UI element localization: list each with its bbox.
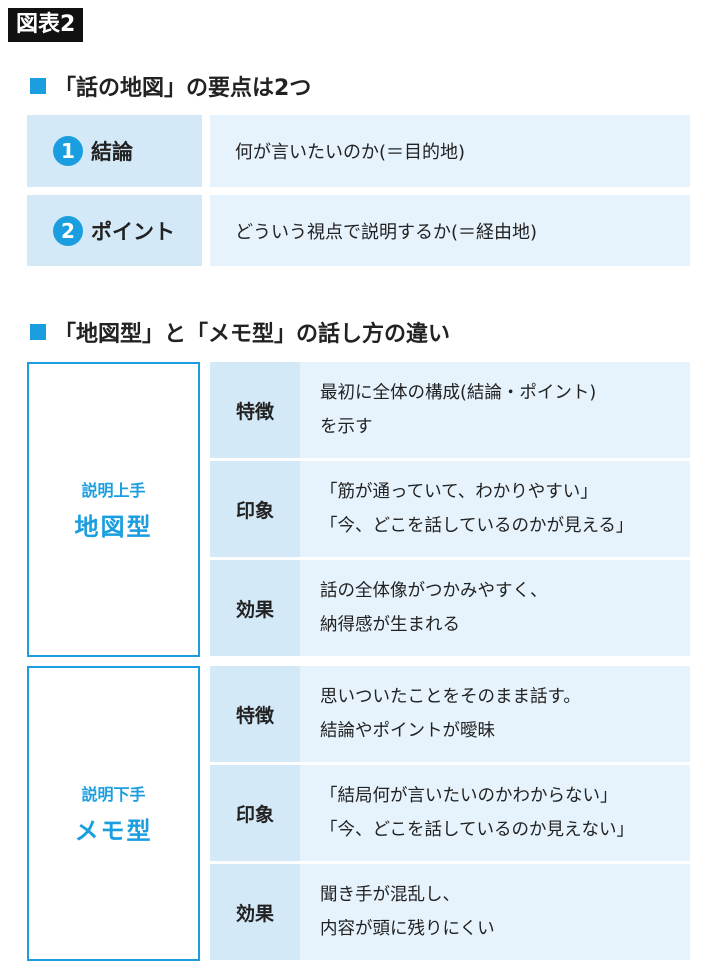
- section1-heading: 「話の地図」の要点は2つ: [30, 70, 311, 102]
- number-circle-icon: 1: [53, 136, 83, 166]
- row-label: 特徴: [210, 666, 300, 762]
- group-sub: 説明上手: [81, 481, 146, 500]
- heading-text: 「話の地図」の要点は2つ: [54, 76, 312, 101]
- row-label: 特徴: [210, 362, 300, 458]
- row-line: 「筋が通っていて、わかりやすい」: [320, 482, 598, 502]
- row-line: 話の全体像がつかみやすく、: [320, 581, 548, 601]
- point-label-2: 2 ポイント: [27, 195, 202, 266]
- section2-heading: 「地図型」と「メモ型」の話し方の違い: [30, 316, 450, 348]
- figure-label: 図表2: [8, 8, 84, 42]
- row-line: を示す: [320, 417, 373, 437]
- point-desc-2: どういう視点で説明するか(＝経由地): [210, 195, 690, 266]
- row-content: 「筋が通っていて、わかりやすい」「今、どこを話しているのかが見える」: [300, 461, 690, 557]
- row-label: 印象: [210, 461, 300, 557]
- row-line: 結論やポイントが曖昧: [320, 721, 495, 741]
- point-desc-1: 何が言いたいのか(＝目的地): [210, 115, 690, 187]
- group-sub: 説明下手: [81, 785, 146, 804]
- row-label: 効果: [210, 864, 300, 960]
- number-circle-icon: 2: [53, 215, 83, 246]
- row-line: 聞き手が混乱し、: [320, 885, 460, 905]
- group-type: メモ型: [74, 817, 153, 845]
- row-line: 「今、どこを話しているのかが見える」: [320, 516, 634, 536]
- row-content: 最初に全体の構成(結論・ポイント) を示す: [300, 362, 690, 458]
- label-text: 結論: [91, 140, 133, 164]
- row-content: 思いついたことをそのまま話す。結論やポイントが曖昧: [300, 666, 690, 762]
- square-bullet-icon: [30, 324, 46, 340]
- row-content: 「結局何が言いたいのかわからない」「今、どこを話しているのか見えない」: [300, 765, 690, 861]
- row-line: 「今、どこを話しているのか見えない」: [320, 820, 634, 840]
- group-type: 地図型: [74, 513, 153, 541]
- row-line: 納得感が生まれる: [320, 615, 460, 635]
- row-content: 話の全体像がつかみやすく、納得感が生まれる: [300, 560, 690, 656]
- group-box-0: 説明上手地図型: [27, 362, 200, 657]
- heading-text: 「地図型」と「メモ型」の話し方の違い: [54, 322, 451, 347]
- label-text: ポイント: [91, 219, 175, 244]
- row-line: 最初に全体の構成(結論・ポイント): [320, 383, 597, 403]
- row-content: 聞き手が混乱し、内容が頭に残りにくい: [300, 864, 690, 960]
- point-label-1: 1 結論: [27, 115, 202, 187]
- group-box-1: 説明下手メモ型: [27, 666, 200, 961]
- row-label: 印象: [210, 765, 300, 861]
- row-line: 内容が頭に残りにくい: [320, 919, 495, 939]
- square-bullet-icon: [30, 78, 46, 94]
- row-label: 効果: [210, 560, 300, 656]
- row-line: 「結局何が言いたいのかわからない」: [320, 786, 618, 806]
- row-line: 思いついたことをそのまま話す。: [320, 687, 581, 707]
